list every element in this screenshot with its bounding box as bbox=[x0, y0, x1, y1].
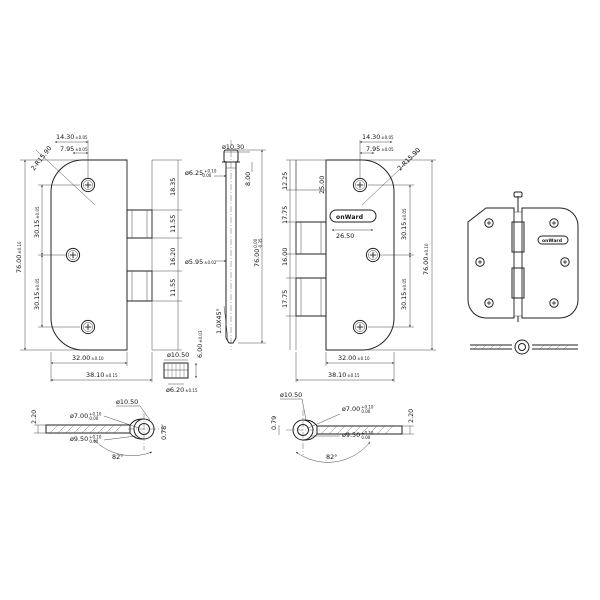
dim-12-25: 12.25 bbox=[281, 172, 289, 190]
screw-hole-icon bbox=[65, 247, 81, 263]
dim-38-10: 38.10±0.15 bbox=[86, 371, 118, 379]
dim-0-79: 0.79 bbox=[270, 416, 278, 430]
dim-25-00: 25.00 bbox=[318, 176, 326, 194]
screw-hole-icon bbox=[549, 218, 559, 228]
dim-30-15-upper: 30.15±0.05 bbox=[33, 206, 41, 238]
dim-26-50: 26.50 bbox=[336, 232, 354, 240]
dim-76-00-pin: 76.000.00-0.35 bbox=[253, 238, 263, 267]
dim-chamfer: 1.0X45° bbox=[215, 308, 223, 334]
screw-hole-icon bbox=[484, 298, 494, 308]
dim-2-20-left: 2.20 bbox=[30, 410, 38, 424]
dim-6-00: 6.00±0.03 bbox=[196, 330, 204, 358]
dim-7-95-back: 7.95±0.05 bbox=[366, 145, 394, 153]
screw-hole-icon bbox=[80, 319, 96, 335]
dim-d6-20: ø6.20±0.15 bbox=[166, 386, 198, 394]
svg-text:onWard: onWard bbox=[542, 238, 562, 244]
screw-hole-icon bbox=[484, 218, 494, 228]
dim-d10-50-left: ø10.50 bbox=[116, 398, 138, 406]
dim-14-30: 14.30±0.05 bbox=[56, 133, 88, 141]
screw-hole-icon bbox=[352, 319, 368, 335]
dim-76-00: 76.00±0.10 bbox=[15, 241, 23, 273]
dim-16-20: 16.20 bbox=[169, 248, 177, 266]
dim-8-00: 8.00 bbox=[244, 172, 252, 186]
screw-hole-icon bbox=[549, 298, 559, 308]
dim-30-15-lower: 30.15±0.05 bbox=[33, 278, 41, 310]
angle-82-left: 82° bbox=[112, 453, 123, 461]
dim-32-00: 32.00±0.10 bbox=[72, 354, 104, 362]
screw-hole-icon bbox=[80, 177, 96, 193]
back-view: onWard 12.25 17.75 16.00 17.75 25.00 26.… bbox=[281, 133, 436, 382]
dim-radius: 2-R15.90 bbox=[29, 144, 53, 172]
dim-0-78: 0.78 bbox=[160, 426, 168, 440]
dim-2-20-right: 2.20 bbox=[407, 409, 415, 423]
front-leaf-outline bbox=[50, 159, 128, 351]
dim-30-15-lower-back: 30.15±0.05 bbox=[400, 278, 408, 310]
dim-30-15-upper-back: 30.15±0.05 bbox=[400, 208, 408, 240]
bushing: ø10.50 6.00±0.03 ø6.20±0.15 bbox=[163, 330, 204, 394]
screw-hole-icon bbox=[365, 247, 381, 263]
screw-hole-icon bbox=[560, 257, 570, 267]
angle-82-right: 82° bbox=[326, 453, 337, 461]
screw-hole-icon bbox=[352, 177, 368, 193]
dim-11-55-lower: 11.55 bbox=[169, 279, 177, 297]
svg-text:onWard: onWard bbox=[336, 214, 363, 221]
dim-17-75-lower: 17.75 bbox=[281, 290, 289, 308]
brand-logo: onWard bbox=[329, 209, 377, 223]
dim-32-00-back: 32.00±0.10 bbox=[338, 354, 370, 362]
dim-11-55-upper: 11.55 bbox=[169, 215, 177, 233]
screw-hole-icon bbox=[475, 257, 485, 267]
dim-17-75-upper: 17.75 bbox=[281, 206, 289, 224]
dim-d10-50-right: ø10.50 bbox=[280, 391, 302, 399]
dim-7-95: 7.95±0.05 bbox=[60, 145, 88, 153]
small-assembly-view: onWard bbox=[467, 191, 579, 355]
dim-d10-50-bushing: ø10.50 bbox=[167, 351, 189, 359]
brand-logo-small: onWard bbox=[537, 235, 569, 245]
front-knuckles bbox=[126, 160, 153, 350]
dim-16-00: 16.00 bbox=[281, 248, 289, 266]
dim-d5-95: ø5.95±0.02 bbox=[185, 258, 217, 266]
dim-38-10-back: 38.10±0.15 bbox=[328, 371, 360, 379]
dim-14-30-back: 14.30±0.05 bbox=[362, 133, 394, 141]
dim-radius-back: 2-R15.90 bbox=[396, 146, 422, 172]
dim-18-35: 18.35 bbox=[169, 178, 177, 196]
dim-76-00-back: 76.00±0.10 bbox=[422, 243, 430, 275]
back-leaf-outline bbox=[325, 159, 395, 351]
front-view: 14.30±0.05 7.95±0.05 2-R15.90 76.00±0.10… bbox=[15, 133, 182, 382]
dim-d10-30: ø10.30 bbox=[222, 143, 244, 151]
